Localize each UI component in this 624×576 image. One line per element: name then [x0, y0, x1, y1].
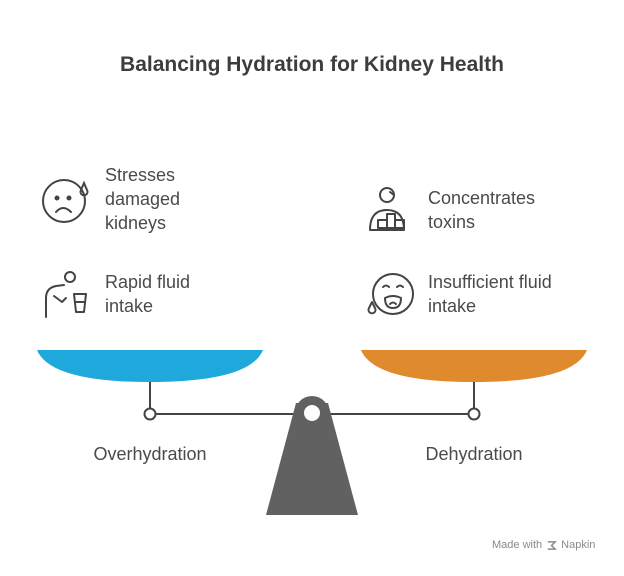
right-beam-joint	[467, 407, 481, 421]
napkin-brand-text: Napkin	[561, 539, 596, 551]
right-item-2-line-2: intake	[428, 296, 477, 316]
person-blocks-icon	[369, 187, 405, 231]
left-item-1-line-3: kidneys	[105, 213, 167, 233]
overhydration-label: Overhydration	[93, 444, 207, 464]
napkin-logo-icon	[547, 540, 558, 550]
left-beam-joint	[143, 407, 157, 421]
left-item-1-text: Stresses damaged kidneys	[105, 163, 180, 235]
made-with-text: Made with	[492, 539, 543, 551]
left-pan	[37, 350, 263, 382]
fulcrum-pivot	[304, 405, 320, 421]
right-item-1-line-1: Concentrates	[428, 188, 536, 208]
dehydration-label: Dehydration	[425, 444, 523, 464]
fulcrum	[266, 403, 358, 515]
left-item-2-text: Rapid fluid intake	[105, 270, 190, 318]
sad-face-sweat-icon	[42, 179, 89, 223]
right-item-2-text: Insufficient fluid intake	[428, 270, 552, 318]
left-item-2-line-2: intake	[105, 296, 154, 316]
left-item-1-line-1: Stresses	[105, 165, 176, 185]
right-item-1-line-2: toxins	[428, 212, 476, 232]
page-title: Balancing Hydration for Kidney Health	[120, 53, 504, 76]
made-with-credit: Made with Napkin	[492, 539, 595, 551]
person-drinking-icon	[45, 271, 87, 318]
left-item-2-line-1: Rapid fluid	[105, 272, 191, 292]
left-item-1-line-2: damaged	[105, 189, 181, 209]
right-pan	[361, 350, 587, 382]
right-item-1-text: Concentrates toxins	[428, 186, 535, 234]
right-item-2-line-1: Insufficient fluid	[428, 272, 552, 292]
thirsty-face-icon	[367, 273, 414, 315]
